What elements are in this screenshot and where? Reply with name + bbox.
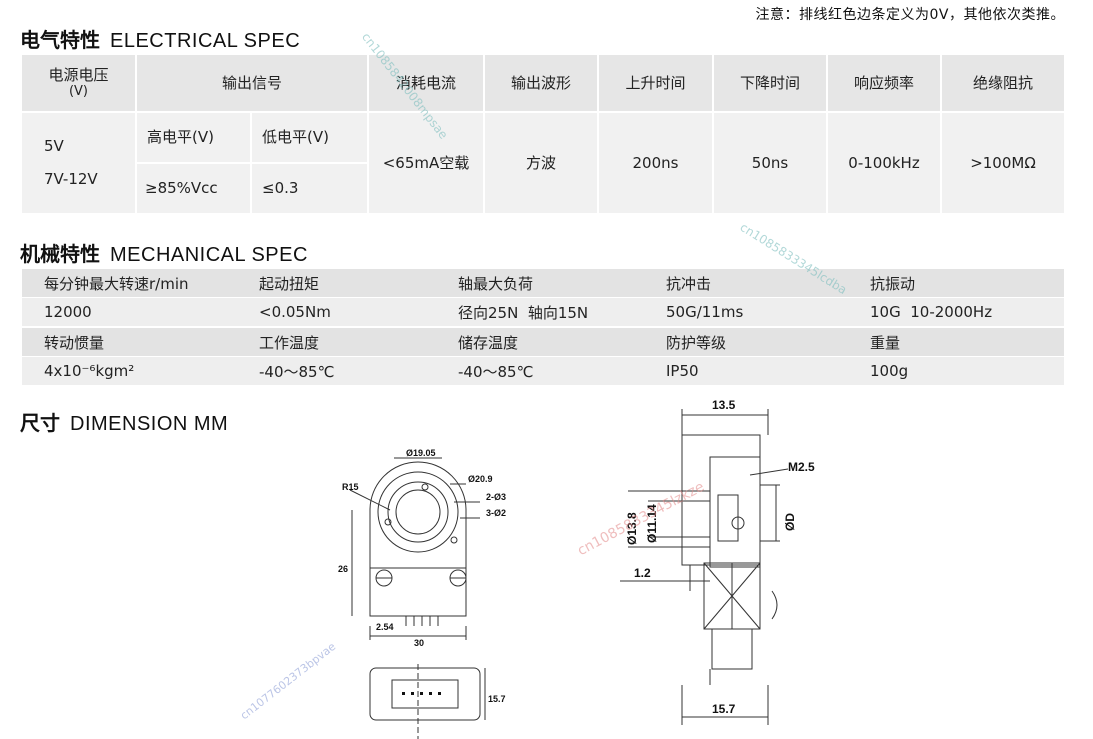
label-inertia: 转动惯量 bbox=[44, 333, 105, 352]
dim-diameter-13: Ø13.8 bbox=[625, 512, 639, 545]
dim-bottom-width: 15.7 bbox=[712, 702, 736, 716]
subheader-low-level: 低电平(V) bbox=[252, 113, 367, 162]
dim-radius: R15 bbox=[342, 482, 359, 492]
dim-screw: M2.5 bbox=[788, 460, 815, 474]
value-protection: IP50 bbox=[666, 362, 699, 380]
mount-hole-left bbox=[385, 519, 391, 525]
value-vibration: 10G 10-2000Hz bbox=[870, 303, 993, 321]
low-level-value: ≤0.3 bbox=[252, 164, 367, 213]
header-supply-voltage: 电源电压 (V) bbox=[22, 55, 135, 111]
dim-pitch: 2.54 bbox=[376, 622, 394, 632]
high-level-value: ≥85%Vcc bbox=[137, 164, 250, 213]
value-weight: 100g bbox=[870, 362, 909, 380]
label-vibration: 抗振动 bbox=[870, 274, 916, 293]
voltage-values: 5V 7V-12V bbox=[22, 113, 135, 213]
mech-row-2 bbox=[22, 298, 1064, 326]
header-waveform: 输出波形 bbox=[485, 55, 597, 111]
value-shock: 50G/11ms bbox=[666, 303, 744, 321]
electrical-title-en: ELECTRICAL SPEC bbox=[110, 30, 301, 52]
value-start-torque: <0.05Nm bbox=[259, 303, 331, 321]
encoder-shaft-circle bbox=[396, 490, 440, 534]
connector-outline bbox=[392, 680, 458, 708]
side-housing bbox=[710, 457, 760, 567]
current-value: <65mA空载 bbox=[369, 113, 483, 213]
dim-offset: 1.2 bbox=[634, 566, 651, 580]
value-inertia: 4x10⁻⁶kgm² bbox=[44, 362, 135, 380]
dim-bore-diameter: Ø20.9 bbox=[468, 474, 493, 484]
waveform-value: 方波 bbox=[485, 113, 597, 213]
dimension-section-title: 尺寸 DIMENSION MM bbox=[20, 407, 228, 436]
value-operating-temp: -40～85℃ bbox=[259, 362, 335, 381]
dim-width: 30 bbox=[414, 638, 424, 648]
dim-shaft: ØD bbox=[783, 513, 797, 531]
mount-hole-right bbox=[451, 537, 457, 543]
label-operating-temp: 工作温度 bbox=[259, 333, 320, 352]
mech-row-3 bbox=[22, 328, 1064, 356]
encoder-outer-circle bbox=[378, 472, 458, 552]
voltage-value-7-12v: 7V-12V bbox=[44, 170, 98, 188]
encoder-base bbox=[370, 568, 466, 616]
dimension-title-cn: 尺寸 bbox=[20, 411, 60, 435]
header-rise-time: 上升时间 bbox=[599, 55, 712, 111]
bottom-view-outline bbox=[370, 668, 480, 720]
side-shaft-block bbox=[718, 495, 738, 541]
header-supply-voltage-unit: (V) bbox=[68, 84, 89, 100]
mech-row-4 bbox=[22, 357, 1064, 385]
response-freq-value: 0-100kHz bbox=[828, 113, 940, 213]
mount-hole-top bbox=[422, 484, 428, 490]
electrical-section-title: 电气特性 ELECTRICAL SPEC bbox=[20, 24, 300, 53]
label-max-speed: 每分钟最大转速r/min bbox=[44, 274, 189, 293]
front-view-drawing: Ø19.05 Ø20.9 2-Ø3 3-Ø2 R15 26 2.54 30 15… bbox=[338, 448, 506, 739]
label-shock: 抗冲击 bbox=[666, 274, 712, 293]
dim-holes-3: 3-Ø2 bbox=[486, 508, 506, 518]
label-storage-temp: 储存温度 bbox=[458, 333, 519, 352]
label-shaft-load: 轴最大负荷 bbox=[458, 274, 534, 293]
label-protection: 防护等级 bbox=[666, 333, 727, 352]
subheader-high-level: 高电平(V) bbox=[137, 113, 250, 162]
insulation-value: >100MΩ bbox=[942, 113, 1064, 213]
electrical-title-cn: 电气特性 bbox=[20, 28, 100, 52]
dimension-title-en: DIMENSION MM bbox=[70, 413, 229, 435]
value-storage-temp: -40～85℃ bbox=[458, 362, 534, 381]
header-current: 消耗电流 bbox=[369, 55, 483, 111]
side-view-drawing: 13.5 M2.5 Ø13.8 Ø11.14 ØD 1.2 15.7 bbox=[600, 398, 815, 739]
encoder-body-outline bbox=[370, 462, 466, 568]
voltage-value-5v: 5V bbox=[44, 137, 64, 156]
fall-time-value: 50ns bbox=[714, 113, 826, 213]
value-shaft-load: 径向25N 轴向15N bbox=[458, 303, 589, 322]
dim-diameter-11: Ø11.14 bbox=[645, 504, 659, 543]
dim-bottom-height: 15.7 bbox=[488, 694, 506, 704]
mech-row-1 bbox=[22, 269, 1064, 297]
header-supply-voltage-label: 电源电压 bbox=[48, 65, 109, 84]
rise-time-value: 200ns bbox=[599, 113, 712, 213]
header-insulation: 绝缘阻抗 bbox=[942, 55, 1064, 111]
mechanical-title-cn: 机械特性 bbox=[20, 242, 100, 266]
watermark-4: cn1077602373bpvae bbox=[238, 639, 339, 723]
value-max-speed: 12000 bbox=[44, 303, 92, 321]
dim-height: 26 bbox=[338, 564, 348, 574]
header-output-signal: 输出信号 bbox=[137, 55, 367, 111]
mechanical-title-en: MECHANICAL SPEC bbox=[110, 244, 308, 266]
dim-outer-diameter: Ø19.05 bbox=[406, 448, 436, 458]
wiring-note: 注意：排线红色边条定义为0V，其他依次类推。 bbox=[755, 7, 1065, 23]
dim-top-width: 13.5 bbox=[712, 398, 736, 412]
header-response-freq: 响应频率 bbox=[828, 55, 940, 111]
encoder-bore-circle bbox=[388, 482, 448, 542]
label-start-torque: 起动扭矩 bbox=[259, 274, 320, 293]
mechanical-section-title: 机械特性 MECHANICAL SPEC bbox=[20, 238, 308, 267]
side-pins bbox=[712, 629, 752, 669]
side-set-screw bbox=[732, 517, 744, 529]
dim-holes-2: 2-Ø3 bbox=[486, 492, 506, 502]
label-weight: 重量 bbox=[870, 333, 901, 352]
header-fall-time: 下降时间 bbox=[714, 55, 826, 111]
